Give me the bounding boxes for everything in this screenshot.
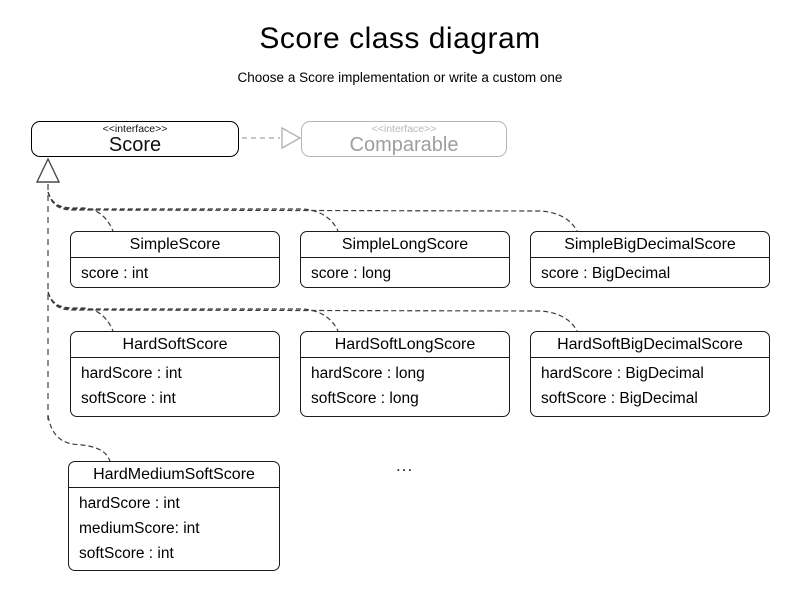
class-attributes: hardScore : int mediumScore: int softSco… [69, 488, 279, 566]
class-box-simplebigdecimalscore: SimpleBigDecimalScore score : BigDecimal [530, 231, 770, 288]
class-attributes: score : BigDecimal [531, 258, 769, 286]
class-attributes: hardScore : long softScore : long [301, 358, 509, 411]
edge-simplebigdecimalscore [47, 191, 578, 232]
class-attribute: softScore : int [79, 545, 174, 562]
class-attribute: score : int [81, 265, 149, 282]
edge-simplelongscore [47, 191, 339, 232]
class-attribute: hardScore : long [311, 365, 425, 382]
class-attribute: softScore : int [81, 390, 176, 407]
class-box-hardsoftscore: HardSoftScore hardScore : int softScore … [70, 331, 280, 417]
class-box-hardmediumsoftscore: HardMediumSoftScore hardScore : int medi… [68, 461, 280, 571]
interface-box-comparable: <<interface>> Comparable [301, 121, 507, 157]
more-classes-ellipsis: ... [396, 456, 414, 475]
score-realization-triangle-icon [35, 157, 61, 183]
diagram-subtitle: Choose a Score implementation or write a… [237, 70, 563, 85]
class-attribute: softScore : BigDecimal [541, 390, 698, 407]
class-attribute: mediumScore: int [79, 520, 200, 537]
class-attributes: score : int [71, 258, 279, 286]
class-attributes: hardScore : int softScore : int [71, 358, 279, 411]
edge-hardsoftbigdecimalscore [47, 291, 578, 332]
class-name: HardSoftScore [71, 332, 279, 358]
class-attributes: score : long [301, 258, 509, 286]
diagram-title: Score class diagram [259, 22, 541, 55]
class-attribute: score : long [311, 265, 392, 282]
class-box-hardsoftbigdecimalscore: HardSoftBigDecimalScore hardScore : BigD… [530, 331, 770, 417]
score-stereotype: <<interface>> [102, 122, 168, 135]
edge-simplescore [47, 191, 114, 232]
class-name: SimpleLongScore [301, 232, 509, 258]
comparable-stereotype: <<interface>> [371, 122, 437, 135]
class-box-simplelongscore: SimpleLongScore score : long [300, 231, 510, 288]
class-box-hardsoftlongscore: HardSoftLongScore hardScore : long softS… [300, 331, 510, 417]
edge-hardsoftlongscore [47, 291, 339, 332]
class-attribute: hardScore : BigDecimal [541, 365, 704, 382]
class-attribute: score : BigDecimal [541, 265, 671, 282]
class-name: HardSoftLongScore [301, 332, 509, 358]
class-name: SimpleScore [71, 232, 279, 258]
class-name: HardSoftBigDecimalScore [531, 332, 769, 358]
comparable-name: Comparable [349, 133, 459, 156]
edge-hardmediumsoftscore [47, 415, 111, 462]
edge-hardsoftscore [47, 291, 114, 332]
class-box-simplescore: SimpleScore score : int [70, 231, 280, 288]
class-attribute: hardScore : int [81, 365, 182, 382]
score-name: Score [108, 133, 162, 156]
class-attribute: hardScore : int [79, 495, 180, 512]
class-attributes: hardScore : BigDecimal softScore : BigDe… [531, 358, 769, 411]
class-name: SimpleBigDecimalScore [531, 232, 769, 258]
class-attribute: softScore : long [311, 390, 419, 407]
comparable-realization-triangle-icon [281, 126, 302, 150]
interface-box-score: <<interface>> Score [31, 121, 239, 157]
class-name: HardMediumSoftScore [69, 462, 279, 488]
